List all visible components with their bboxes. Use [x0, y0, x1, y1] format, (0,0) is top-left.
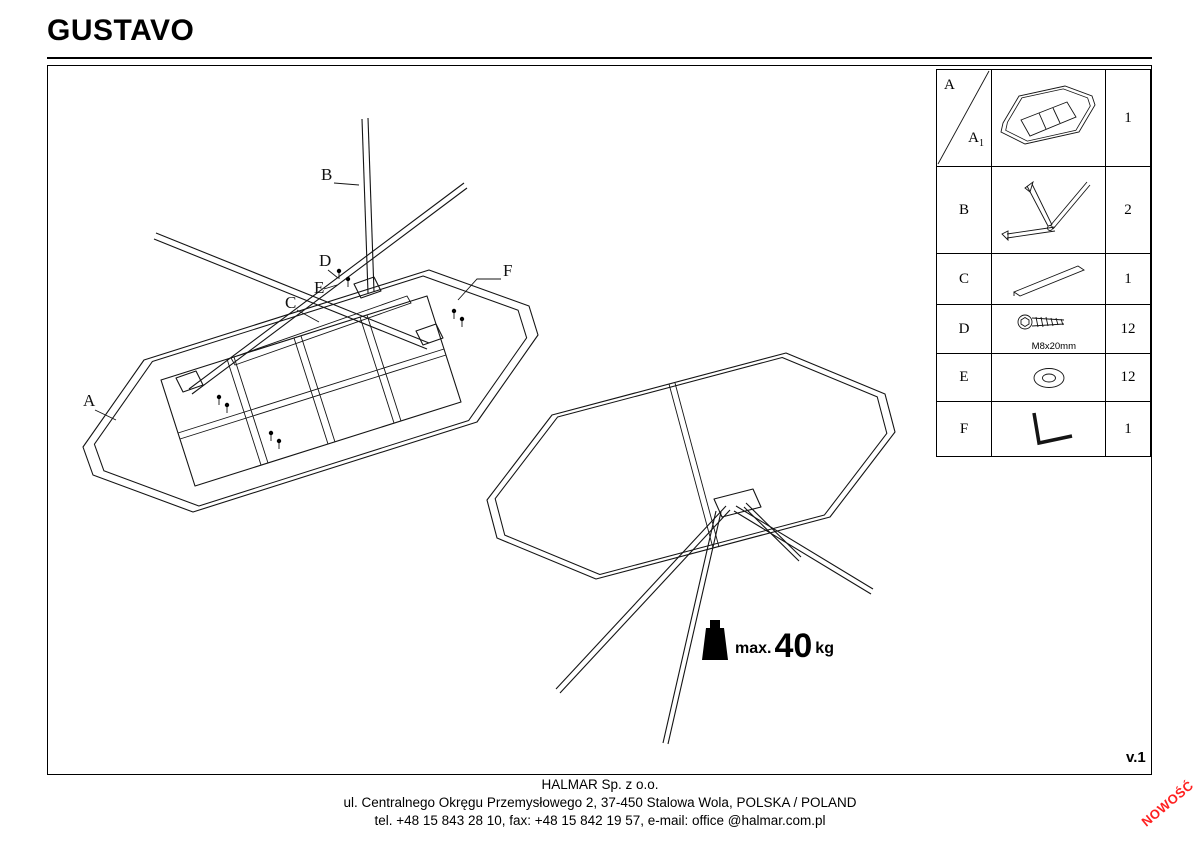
part-row-f: F 1: [937, 402, 1150, 456]
callout-d: D: [319, 251, 331, 270]
max-load-unit: kg: [815, 640, 834, 657]
legs-exploded: [153, 117, 468, 395]
part-id-c: C: [937, 254, 992, 304]
title-divider: [47, 57, 1152, 59]
part-image-allen-key: [992, 402, 1106, 456]
callout-a: A: [83, 391, 96, 410]
diagram-area: A B C D E F: [47, 65, 1152, 775]
footer: HALMAR Sp. z o.o. ul. Centralnego Okręgu…: [0, 776, 1200, 830]
footer-contact: tel. +48 15 843 28 10, fax: +48 15 842 1…: [374, 813, 826, 828]
part-row-e: E 12: [937, 354, 1150, 402]
legs-assembled: [555, 488, 874, 745]
callout-labels: A B C D E F: [83, 165, 512, 421]
part-id-f: F: [937, 402, 992, 456]
part-row-b: B 2: [937, 167, 1150, 254]
part-id-cell-a: A A1: [937, 70, 992, 166]
assembled-view-drawing: [486, 352, 896, 745]
exploded-view-drawing: A B C D E F: [82, 117, 539, 513]
max-load-prefix: max.: [735, 640, 772, 657]
part-image-tabletop: [992, 70, 1106, 166]
part-id-e: E: [937, 354, 992, 401]
part-row-c: C 1: [937, 254, 1150, 305]
max-load-label: max. 40 kg: [701, 619, 834, 666]
tabletop-assembled: [486, 352, 896, 580]
part-id-a: A: [944, 77, 955, 93]
part-row-d: D M8x20mm 12: [937, 305, 1150, 354]
part-qty-e: 12: [1120, 369, 1136, 385]
bolt-icon: [1017, 314, 1064, 330]
tabletop-icon: [999, 85, 1095, 145]
leg-assembly-icon: [1000, 180, 1090, 242]
weight-icon: [702, 620, 728, 660]
washer-icon: [1033, 367, 1064, 388]
bolt-spec: M8x20mm: [1031, 341, 1076, 352]
max-load-value: 40: [774, 627, 813, 666]
callout-b: B: [321, 165, 332, 184]
version-label: v.1: [1126, 749, 1146, 766]
part-id-b: B: [937, 167, 992, 253]
part-image-bolt: M8x20mm: [992, 305, 1106, 353]
callout-c: C: [285, 293, 296, 312]
part-id-d: D: [937, 305, 992, 353]
callout-f: F: [503, 261, 512, 280]
parts-table: A A1 1 B: [936, 69, 1151, 457]
part-image-leg: [992, 167, 1106, 253]
footer-company: HALMAR Sp. z o.o.: [541, 777, 659, 792]
diagonal-divider: [937, 70, 990, 165]
bolts-exploded: [216, 268, 465, 449]
support-bar-icon: [1012, 265, 1085, 297]
part-row-a: A A1 1: [937, 70, 1150, 167]
part-qty-a: 1: [1124, 109, 1132, 126]
page-title: GUSTAVO: [47, 14, 195, 47]
part-image-washer: [992, 354, 1106, 401]
part-id-a1: A1: [968, 130, 984, 149]
part-qty-b: 2: [1124, 201, 1132, 218]
footer-address: ul. Centralnego Okręgu Przemysłowego 2, …: [343, 795, 857, 810]
tabletop-underside: [82, 269, 539, 513]
part-image-bar: [992, 254, 1106, 304]
part-qty-d: 12: [1120, 320, 1136, 337]
allen-key-icon: [1031, 412, 1072, 446]
callout-e: E: [314, 278, 324, 297]
part-qty-f: 1: [1124, 420, 1132, 437]
part-qty-c: 1: [1124, 270, 1132, 287]
